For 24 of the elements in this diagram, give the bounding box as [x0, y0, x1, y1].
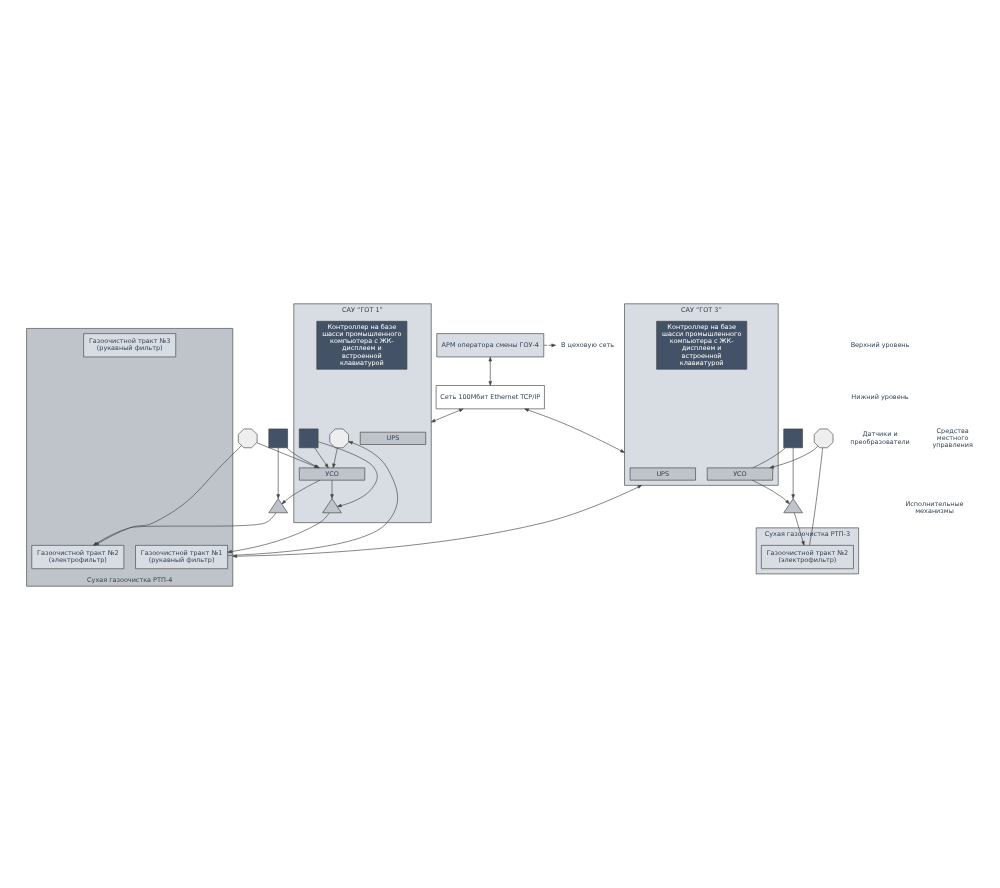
arrow	[543, 342, 556, 346]
node-octagon	[238, 427, 258, 448]
node-octagon	[329, 427, 349, 448]
arrow	[769, 444, 819, 468]
arrow	[791, 446, 795, 498]
node-box	[268, 427, 288, 448]
arrow	[227, 440, 398, 555]
arrow	[317, 440, 378, 507]
arrow	[276, 446, 280, 498]
arrow	[330, 479, 334, 498]
arrow	[430, 407, 464, 422]
arrow	[332, 446, 338, 468]
arrow	[751, 478, 790, 503]
connector	[752, 446, 786, 468]
arrow	[227, 511, 330, 553]
arrow	[524, 407, 625, 452]
connector	[809, 446, 823, 545]
arrow	[281, 478, 321, 504]
arrow	[232, 484, 643, 557]
node-octagon	[813, 427, 834, 448]
arrow	[794, 511, 805, 545]
arrow	[488, 355, 492, 385]
node-box	[298, 427, 319, 448]
node-box	[783, 427, 803, 448]
